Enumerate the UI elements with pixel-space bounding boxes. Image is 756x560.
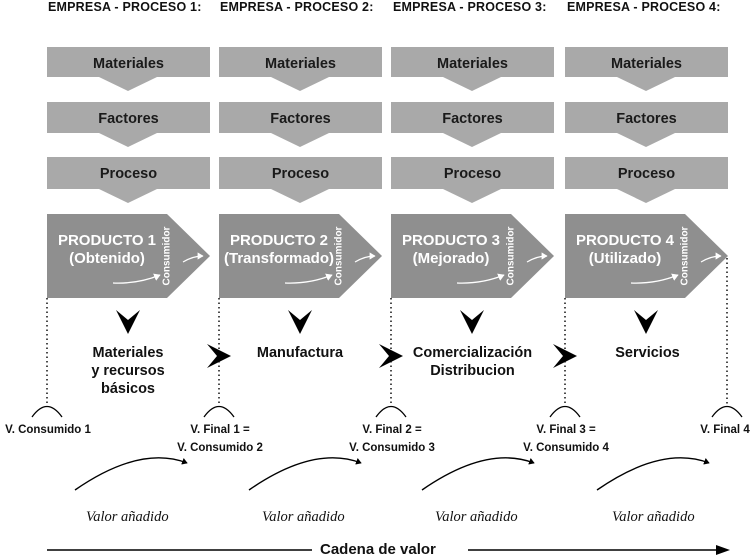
product-subtitle: (Utilizado) — [588, 250, 662, 267]
value-label-2: V. Final 1 =V. Consumido 2 — [177, 424, 263, 454]
arrow-down-icon — [271, 133, 329, 147]
proceso-box-3: Proceso — [391, 157, 554, 189]
arrowhead-right-icon — [379, 344, 403, 368]
product-name: PRODUCTO 1 — [57, 232, 157, 249]
value-label-1: V. Consumido 1 — [5, 424, 91, 436]
valor-anadido-label-4: Valor añadido — [612, 509, 695, 525]
factores-box-1: Factores — [47, 102, 210, 133]
materiales-box-1: Materiales — [47, 47, 210, 77]
product-subtitle: (Transformado) — [223, 250, 334, 267]
arc-mark — [203, 405, 235, 418]
curved-arrow-icon — [596, 457, 710, 491]
materiales-box-4: Materiales — [565, 47, 728, 77]
arc-mark — [549, 405, 581, 418]
materiales-box-2: Materiales — [219, 47, 382, 77]
stage-manufactura: Manufactura — [256, 345, 344, 361]
curved-arrow-icon — [182, 252, 204, 263]
valor-anadido-label-1: Valor añadido — [86, 509, 169, 525]
value-label-3: V. Final 2 =V. Consumido 3 — [349, 424, 435, 454]
curved-arrow-icon — [421, 457, 535, 491]
value-label-5: V. Final 4 — [700, 424, 750, 436]
proceso-box-2: Proceso — [219, 157, 382, 189]
materiales-box-3: Materiales — [391, 47, 554, 77]
arrow-down-icon — [617, 133, 675, 147]
arrowhead-down-icon — [634, 310, 658, 334]
product-name: PRODUCTO 2 — [229, 232, 329, 249]
product-subtitle: (Mejorado) — [412, 250, 490, 267]
arrow-down-icon — [271, 77, 329, 91]
arc-mark — [375, 405, 407, 418]
product-2-box: PRODUCTO 2 (Transformado) Consumidor — [219, 214, 382, 298]
factores-box-3: Factores — [391, 102, 554, 133]
factores-box-4: Factores — [565, 102, 728, 133]
proceso-box-1: Proceso — [47, 157, 210, 189]
product-subtitle: (Obtenido) — [69, 250, 145, 267]
curved-arrow-icon — [112, 273, 161, 284]
product-3-box: PRODUCTO 3 (Mejorado) Consumidor — [391, 214, 554, 298]
arrowhead-down-icon — [116, 310, 140, 334]
column-header-3: EMPRESA - PROCESO 3: — [393, 0, 547, 14]
arrow-down-icon — [443, 77, 501, 91]
arrow-down-icon — [99, 77, 157, 91]
curved-arrow-icon — [456, 273, 505, 284]
arrow-down-icon — [99, 189, 157, 203]
curved-arrow-icon — [354, 252, 376, 263]
arrowhead-right-icon — [553, 344, 577, 368]
arrow-down-icon — [271, 189, 329, 203]
product-1-box: PRODUCTO 1 (Obtenido) Consumidor — [47, 214, 210, 298]
product-4-box: PRODUCTO 4 (Utilizado) Consumidor — [565, 214, 728, 298]
proceso-box-4: Proceso — [565, 157, 728, 189]
curved-arrow-icon — [284, 273, 333, 284]
cadena-de-valor-label: Cadena de valor — [320, 541, 436, 558]
product-name: PRODUCTO 4 — [575, 232, 675, 249]
arrowhead-down-icon — [288, 310, 312, 334]
column-header-2: EMPRESA - PROCESO 2: — [220, 0, 374, 14]
column-header-4: EMPRESA - PROCESO 4: — [567, 0, 721, 14]
arrowhead-down-icon — [460, 310, 484, 334]
arc-mark — [711, 405, 743, 418]
arrow-down-icon — [99, 133, 157, 147]
arrowhead-right-icon — [207, 344, 231, 368]
valor-anadido-label-2: Valor añadido — [262, 509, 345, 525]
curved-arrow-icon — [248, 457, 362, 491]
factores-box-2: Factores — [219, 102, 382, 133]
curved-arrow-icon — [700, 252, 722, 263]
stage-servicios: Servicios — [615, 345, 680, 361]
arrow-down-icon — [443, 133, 501, 147]
curved-arrow-icon — [526, 252, 548, 263]
valor-anadido-label-3: Valor añadido — [435, 509, 518, 525]
arc-mark — [31, 405, 63, 418]
curved-arrow-icon — [74, 457, 188, 491]
column-header-1: EMPRESA - PROCESO 1: — [48, 0, 202, 14]
arrow-down-icon — [617, 77, 675, 91]
arrow-down-icon — [443, 189, 501, 203]
arrow-down-icon — [617, 189, 675, 203]
product-name: PRODUCTO 3 — [401, 232, 501, 249]
value-label-4: V. Final 3 =V. Consumido 4 — [523, 424, 609, 454]
curved-arrow-icon — [630, 273, 679, 284]
arrow-right-icon — [716, 545, 730, 555]
